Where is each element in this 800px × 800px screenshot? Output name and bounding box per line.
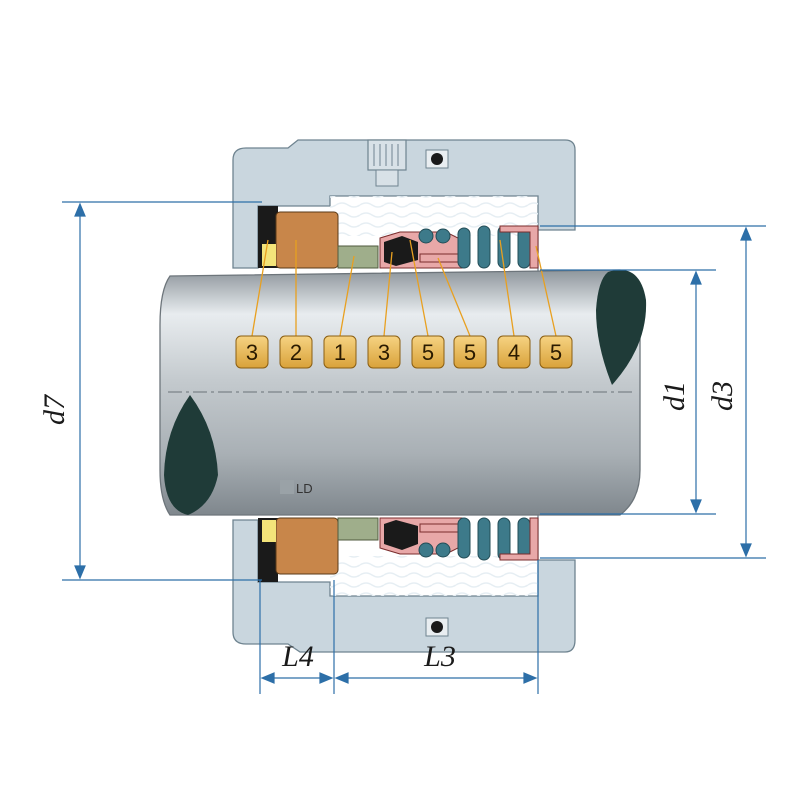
- badge-5: 5: [411, 335, 445, 369]
- seal-components-top: [258, 206, 539, 269]
- bellows-top: [384, 236, 418, 266]
- bellows-bottom: [384, 520, 418, 550]
- rotary-ring-top: [337, 245, 379, 269]
- o-ring-top: [431, 153, 443, 165]
- badge-5-label: 5: [422, 340, 434, 365]
- shaft-marking-ld: LD: [296, 481, 313, 496]
- badge-8: 5: [539, 335, 573, 369]
- dim-label-d3: d3: [706, 381, 739, 411]
- badge-3-label: 1: [334, 340, 346, 365]
- part-badges: 3 2 1 3 5 5 4 5: [235, 335, 573, 369]
- badge-6-label: 5: [464, 340, 476, 365]
- badge-4: 3: [367, 335, 401, 369]
- badge-1: 3: [235, 335, 269, 369]
- badge-4-label: 3: [378, 340, 390, 365]
- retainer-bottom: [499, 517, 539, 561]
- shaft: LD: [159, 269, 647, 516]
- dim-label-d1: d1: [658, 381, 691, 411]
- retainer-top: [499, 225, 539, 269]
- badge-7-label: 4: [508, 340, 520, 365]
- o-ring-bottom: [431, 621, 443, 633]
- stationary-seat-top: [275, 211, 339, 269]
- shaft-cut-right: [596, 269, 647, 385]
- badge-1-label: 3: [246, 340, 258, 365]
- leader-lines: [251, 239, 557, 337]
- seal-components-bottom: [258, 517, 539, 582]
- dim-label-d7: d7: [38, 393, 71, 425]
- spring-bottom: [418, 517, 531, 561]
- badge-6: 5: [453, 335, 487, 369]
- badge-7: 4: [497, 335, 531, 369]
- rotary-ring-bottom: [337, 517, 379, 541]
- badge-2-label: 2: [290, 340, 302, 365]
- shaft-cut-left: [164, 395, 218, 515]
- badge-2: 2: [279, 335, 313, 369]
- stationary-seat-bottom: [275, 517, 339, 575]
- badge-8-label: 5: [550, 340, 562, 365]
- dim-label-l3: L3: [423, 640, 456, 673]
- badge-3: 1: [323, 335, 357, 369]
- spring-top: [418, 225, 531, 269]
- dimension-lines: [62, 201, 766, 694]
- dim-label-l4: L4: [281, 640, 314, 673]
